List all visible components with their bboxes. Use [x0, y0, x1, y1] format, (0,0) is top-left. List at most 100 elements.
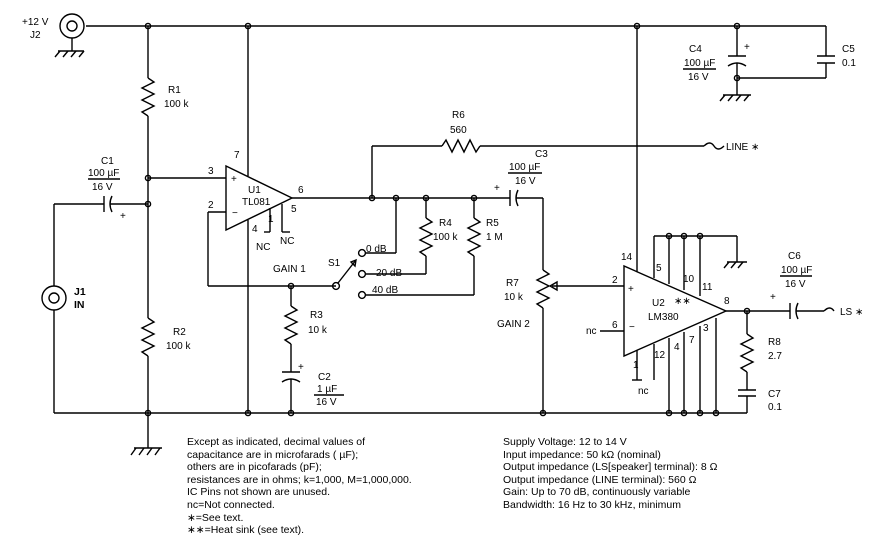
r7-value: 10 k: [504, 292, 524, 303]
r2-label: R2: [173, 327, 186, 338]
c4-plus: +: [744, 42, 750, 53]
u2-pin-5: 5: [656, 263, 662, 274]
r1-resistor: [140, 26, 156, 308]
c6-plus: +: [770, 292, 776, 303]
u1-pin-2: 2: [208, 200, 214, 211]
u2-pin-3: 3: [703, 323, 709, 334]
c1-voltage: 16 V: [92, 182, 113, 193]
note-line: resistances are in ohms; k=1,000, M=1,00…: [187, 473, 412, 486]
j2-label: J2: [30, 30, 41, 41]
r5-resistor: [366, 198, 482, 296]
spec-line: Gain: Up to 70 dB, continuously variable: [503, 486, 691, 499]
u2-amplifier: [600, 26, 747, 413]
gain2-label: GAIN 2: [497, 319, 530, 330]
c5-value: 0.1: [842, 58, 856, 69]
r4-value: 100 k: [433, 232, 458, 243]
line-out-label: LINE ∗: [726, 142, 759, 153]
c4-value: 100 µF: [684, 58, 715, 69]
r5-label: R5: [486, 218, 499, 229]
u2-pin-4: 4: [674, 342, 680, 353]
r3-label: R3: [310, 310, 323, 321]
notes-left: Except as indicated, decimal values of c…: [187, 436, 412, 537]
c2-voltage: 16 V: [316, 397, 337, 408]
u2-minus: −: [629, 322, 635, 333]
u2-plus: +: [628, 284, 634, 295]
j1-label: J1: [74, 286, 86, 298]
c2-capacitor: [281, 371, 301, 413]
spec-line: Output impedance (LS[speaker] terminal):…: [503, 461, 718, 474]
s1-switch: [331, 248, 367, 300]
r8-value: 2.7: [768, 351, 782, 362]
u1-nc-4: NC: [256, 242, 270, 253]
note-line: capacitance are in microfarads ( µF);: [187, 448, 359, 461]
r3-resistor: [283, 286, 299, 372]
c3-plus: +: [494, 183, 500, 194]
notes-right: Supply Voltage: 12 to 14 V Input impedan…: [503, 436, 717, 512]
u2-pin-1: 1: [633, 360, 639, 371]
c7-capacitor: [738, 389, 756, 413]
u1-part: TL081: [242, 197, 271, 208]
r2-value: 100 k: [166, 341, 191, 352]
c3-capacitor: [509, 189, 544, 270]
c6-value: 100 µF: [781, 265, 812, 276]
note-line: ∗=See text.: [187, 511, 244, 524]
c6-voltage: 16 V: [785, 279, 806, 290]
ls-out-label: LS ∗: [840, 307, 863, 318]
u1-opamp: [207, 26, 372, 413]
c6-capacitor: [789, 302, 835, 320]
u2-nc-1: nc: [638, 386, 649, 397]
u2-pin-11: 11: [702, 282, 713, 293]
c1-label: C1: [101, 156, 114, 167]
c3-label: C3: [535, 149, 548, 160]
spec-line: Bandwidth: 16 Hz to 30 kHz, minimum: [503, 498, 681, 511]
spec-line: Output impedance (LINE terminal): 560 Ω: [503, 473, 697, 486]
u1-pin-1: 1: [268, 214, 274, 225]
s1-0db: 0 dB: [366, 244, 387, 255]
j2-jack: [54, 13, 85, 58]
r8-resistor: [739, 311, 755, 390]
u2-label: U2: [652, 298, 665, 309]
r4-resistor: [366, 198, 434, 275]
u2-nc-6: nc: [586, 326, 597, 337]
note-line: others are in picofarads (pF);: [187, 461, 322, 474]
r4-label: R4: [439, 218, 452, 229]
r3-value: 10 k: [308, 325, 328, 336]
r1-label: R1: [168, 85, 181, 96]
supply-rail: [86, 22, 826, 30]
c1-plus: +: [120, 211, 126, 222]
u1-pin-4: 4: [252, 224, 258, 235]
c2-label: C2: [318, 372, 331, 383]
supply-label: +12 V: [22, 17, 49, 28]
r7-label: R7: [506, 278, 519, 289]
c5-capacitor: [737, 26, 835, 79]
s1-label: S1: [328, 258, 341, 269]
c7-label: C7: [768, 389, 781, 400]
r5-value: 1 M: [486, 232, 503, 243]
u2-heatsink: ∗∗: [674, 296, 691, 307]
c4-label: C4: [689, 44, 702, 55]
note-line: Except as indicated, decimal values of: [187, 436, 366, 448]
c2-plus: +: [298, 362, 304, 373]
r6-resistor: [371, 138, 725, 198]
note-line: IC Pins not shown are unused.: [187, 486, 331, 499]
u1-minus: −: [232, 208, 238, 219]
c7-value: 0.1: [768, 402, 782, 413]
u2-pin-14: 14: [621, 252, 633, 263]
note-line: ∗∗=Heat sink (see text).: [187, 524, 305, 537]
u1-pin-3: 3: [208, 166, 214, 177]
s1-40db: 40 dB: [372, 285, 398, 296]
j1-in-label: IN: [74, 299, 85, 311]
u2-pin-6: 6: [612, 320, 618, 331]
r1-value: 100 k: [164, 99, 189, 110]
u2-pin-12: 12: [654, 350, 666, 361]
spec-line: Input impedance: 50 kΩ (nominal): [503, 448, 661, 461]
note-line: nc=Not connected.: [187, 498, 275, 511]
c6-label: C6: [788, 251, 801, 262]
u2-pin-7: 7: [689, 335, 695, 346]
u1-plus: +: [231, 174, 237, 185]
spec-line: Supply Voltage: 12 to 14 V: [503, 436, 627, 448]
c1-value: 100 µF: [88, 168, 119, 179]
u1-pin-7: 7: [234, 150, 240, 161]
c4-capacitor: [719, 26, 751, 102]
